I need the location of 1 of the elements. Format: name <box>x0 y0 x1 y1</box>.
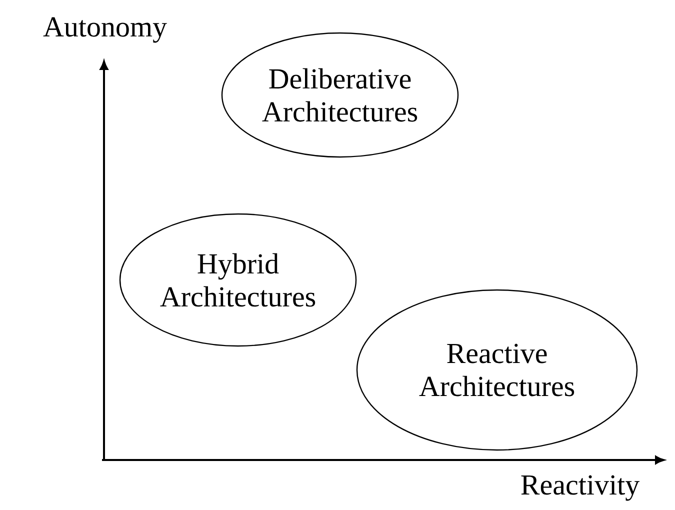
axis-label: Autonomy <box>43 17 167 43</box>
